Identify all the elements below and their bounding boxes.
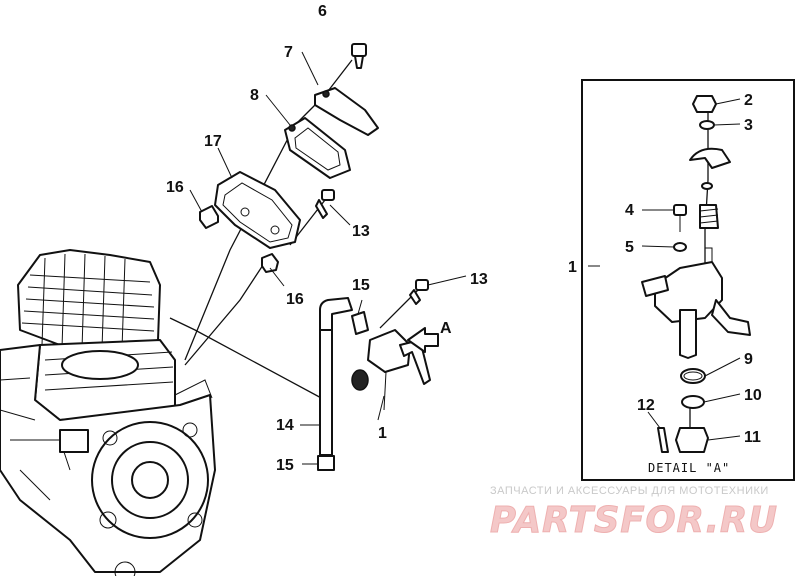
detail-caption: DETAIL "A" — [648, 461, 730, 475]
callout-7: 7 — [284, 44, 293, 61]
callout-15-top: 15 — [352, 277, 370, 294]
part-16-grommets — [199, 205, 279, 273]
callout-16-left: 16 — [166, 179, 184, 196]
callout-13-mid: 13 — [470, 271, 488, 288]
engine-block — [0, 249, 216, 576]
part-14-hose — [319, 297, 353, 456]
callout-17: 17 — [204, 133, 222, 150]
callout-11: 11 — [744, 429, 761, 446]
callout-5: 5 — [625, 239, 634, 256]
callout-4: 4 — [625, 202, 634, 219]
part-8-plate — [284, 117, 351, 179]
part-15-clips — [317, 311, 369, 471]
callout-3: 3 — [744, 117, 753, 134]
callout-arrow-a: A — [440, 320, 452, 337]
callout-1-main: 1 — [378, 425, 387, 442]
watermark-tagline: ЗАПЧАСТИ И АКСЕССУАРЫ ДЛЯ МОТОТЕХНИКИ — [490, 485, 769, 497]
callout-9: 9 — [744, 351, 753, 368]
part-7-gasket — [314, 87, 379, 136]
callout-2: 2 — [744, 92, 753, 109]
part-13-bolts — [315, 189, 429, 305]
callout-labels: 6 7 8 17 16 13 16 15 13 A 14 1 15 1 2 3 … — [166, 3, 762, 475]
part-17-cover — [214, 171, 301, 249]
callout-14: 14 — [276, 417, 294, 434]
callout-leaders — [189, 51, 741, 465]
watermark: ЗАПЧАСТИ И АКСЕССУАРЫ ДЛЯ МОТОТЕХНИКИ PA… — [490, 485, 778, 542]
callout-6: 6 — [318, 3, 327, 20]
detail-a-box — [581, 79, 795, 481]
callout-13-top: 13 — [352, 223, 370, 240]
callout-15-bottom: 15 — [276, 457, 294, 474]
callout-12: 12 — [637, 397, 655, 414]
callout-8: 8 — [250, 87, 259, 104]
callout-10: 10 — [744, 387, 762, 404]
part-6-bolt — [351, 43, 367, 69]
watermark-logo: PARTSFOR.RU — [490, 500, 778, 541]
detail-a-arrow — [407, 327, 439, 353]
callout-16-right: 16 — [286, 291, 304, 308]
callout-1-detail: 1 — [568, 259, 577, 276]
